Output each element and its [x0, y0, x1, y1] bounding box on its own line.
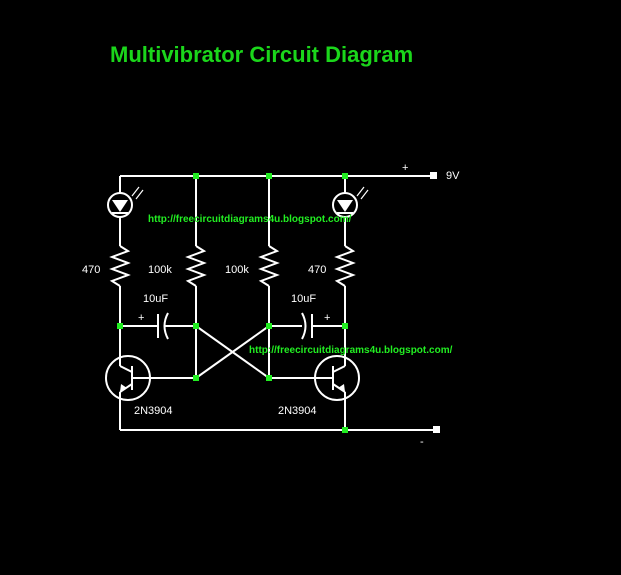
led-left	[107, 176, 144, 246]
ground-terminal	[433, 426, 440, 433]
transistor-right: 2N3904	[269, 355, 360, 430]
cross-coupling-wires	[195, 325, 270, 379]
resistor-100k-right-label: 100k	[225, 264, 249, 276]
watermark-url-middle: http://freecircuitdiagrams4u.blogspot.co…	[249, 345, 453, 356]
resistor-100k-right: 100k	[225, 176, 280, 378]
supply-voltage-label: 9V	[446, 170, 460, 182]
capacitor-left: 10uF +	[120, 293, 196, 340]
ground-rail: -	[120, 426, 440, 448]
supply-plus-sign: +	[402, 162, 408, 174]
resistor-470-left-label: 470	[82, 264, 100, 276]
capacitor-right-label: 10uF	[291, 293, 316, 305]
capacitor-right: 10uF +	[269, 293, 345, 340]
watermark-url-top: http://freecircuitdiagrams4u.blogspot.co…	[148, 214, 352, 225]
junction-nodes	[117, 173, 348, 433]
diagram-title: Multivibrator Circuit Diagram	[110, 42, 413, 67]
resistor-100k-left: 100k	[148, 176, 207, 378]
transistor-right-label: 2N3904	[278, 405, 317, 417]
ground-minus-sign: -	[420, 436, 424, 448]
supply-rail: + 9V	[120, 162, 460, 182]
capacitor-right-plus: +	[324, 312, 330, 324]
transistor-left: 2N3904	[105, 355, 196, 430]
led-right	[332, 176, 369, 246]
resistor-470-right: 470	[308, 245, 356, 287]
capacitor-left-label: 10uF	[143, 293, 168, 305]
resistor-470-left: 470	[82, 245, 131, 287]
supply-terminal	[430, 172, 437, 179]
resistor-470-right-label: 470	[308, 264, 326, 276]
transistor-left-label: 2N3904	[134, 405, 173, 417]
capacitor-left-plus: +	[138, 312, 144, 324]
resistor-100k-left-label: 100k	[148, 264, 172, 276]
